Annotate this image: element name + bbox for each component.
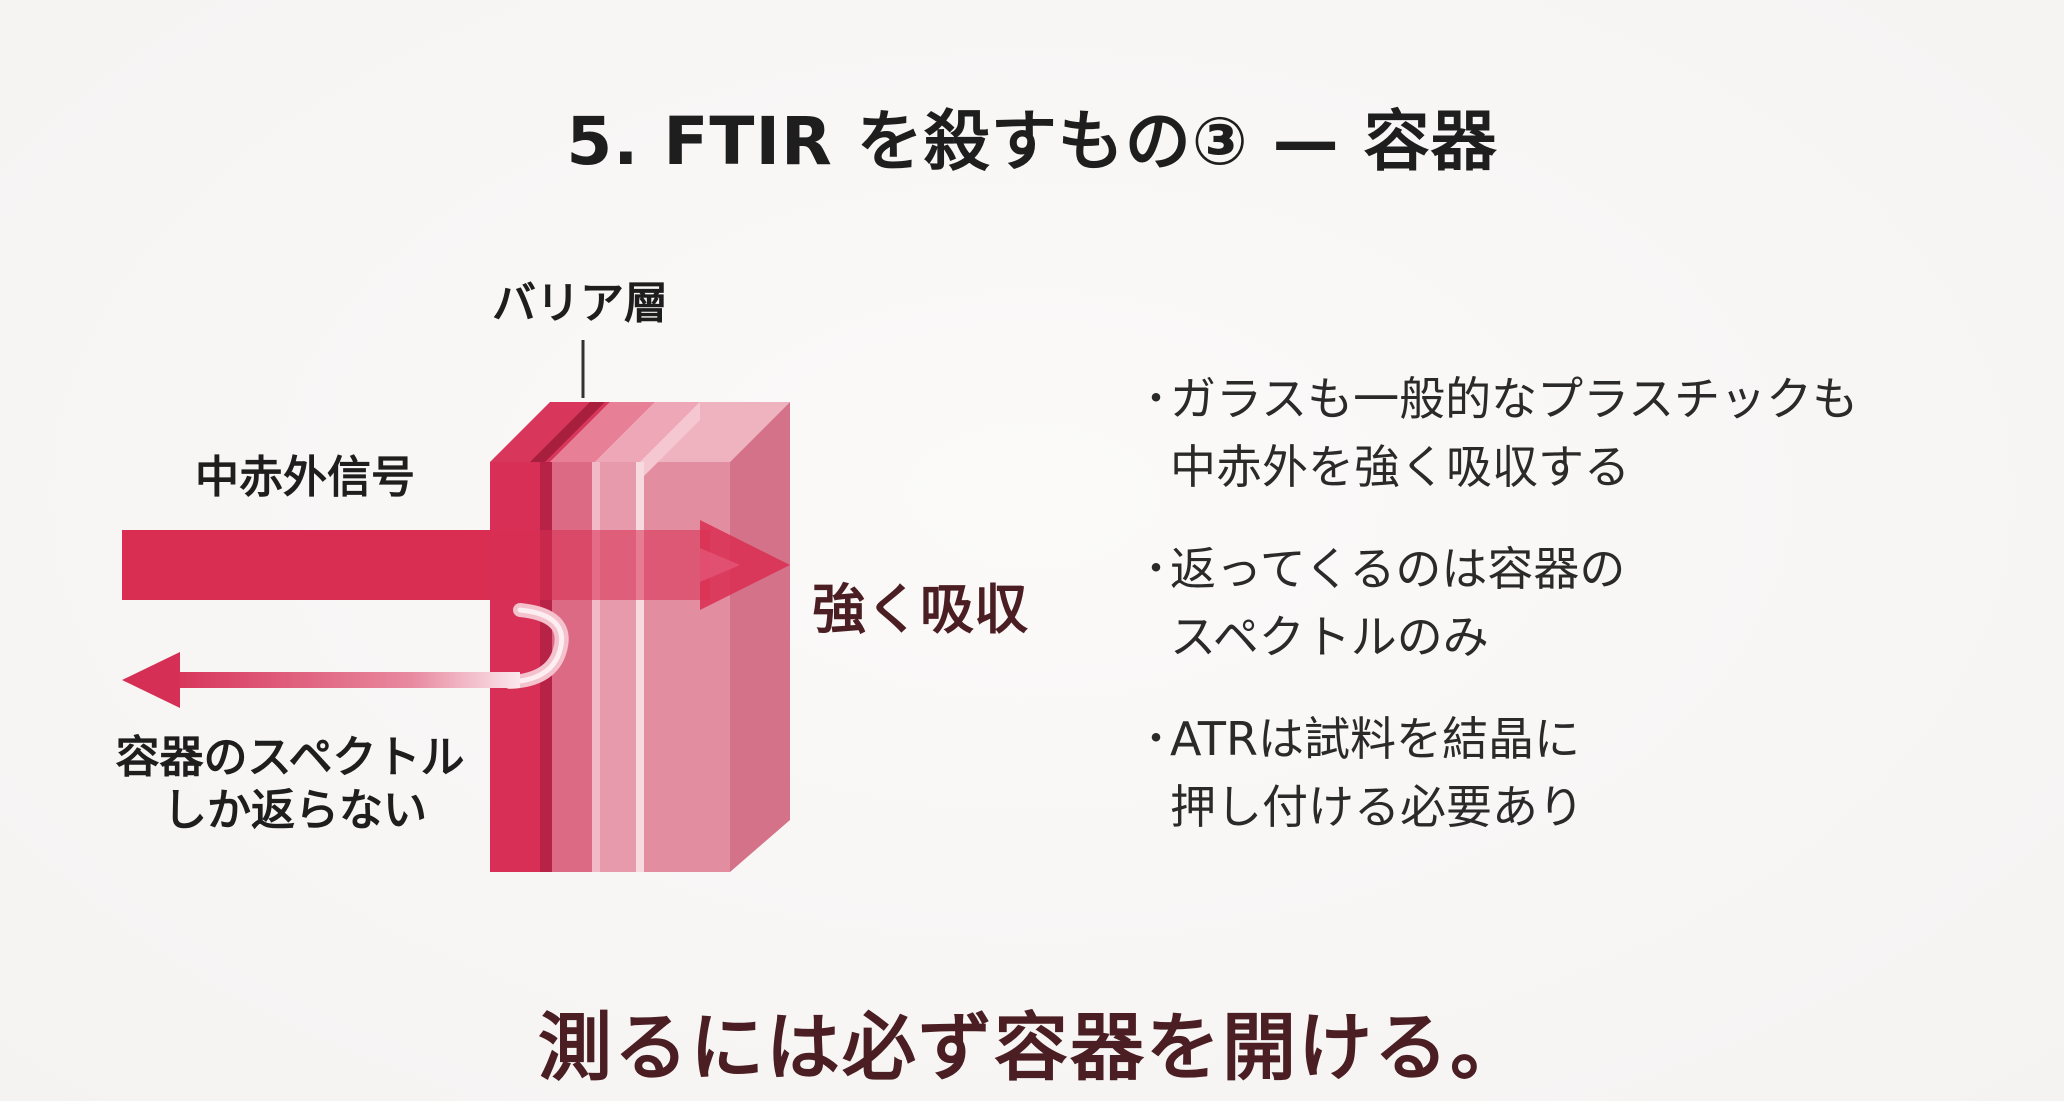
incoming-signal-arrow [122,530,522,600]
bullet-line: ATRは試料を結晶に [1170,712,1580,766]
bullet-list: ・ ガラスも一般的なプラスチックも 中赤外を強く吸収する ・ 返ってくるのは容器… [1130,365,2010,875]
bullet-line: 押し付ける必要あり [1170,780,1584,834]
return-label-line1: 容器のスペクトル [116,732,465,783]
signal-label: 中赤外信号 [195,452,415,503]
bullet-line: ガラスも一般的なプラスチックも [1170,372,1859,426]
bullet-item: ・ ガラスも一般的なプラスチックも 中赤外を強く吸収する [1130,365,2010,501]
bullet-line: 中赤外を強く吸収する [1170,440,1630,494]
reflected-signal-arrow [122,603,569,708]
bullet-marker: ・ [1136,376,1176,422]
bullet-line: スペクトルのみ [1170,610,1489,664]
bullet-line: 返ってくるのは容器の [1170,542,1626,596]
barrier-label: バリア層 [492,278,668,329]
absorb-label: 強く吸収 [812,578,1028,641]
return-label-line2: しか返らない [163,785,427,836]
barrier-layer-4 [640,402,790,872]
absorbed-signal-arrow [490,520,790,610]
bullet-item: ・ 返ってくるのは容器の スペクトルのみ [1130,535,2010,671]
bullet-marker: ・ [1136,716,1176,762]
barrier-layers [490,402,790,872]
bullet-item: ・ ATRは試料を結晶に 押し付ける必要あり [1130,705,2010,841]
slide-title: 5. FTIR を殺すもの③ — 容器 [566,103,1498,180]
bullet-marker: ・ [1136,546,1176,592]
conclusion-text: 測るには必ず容器を開ける。 [538,1005,1526,1091]
